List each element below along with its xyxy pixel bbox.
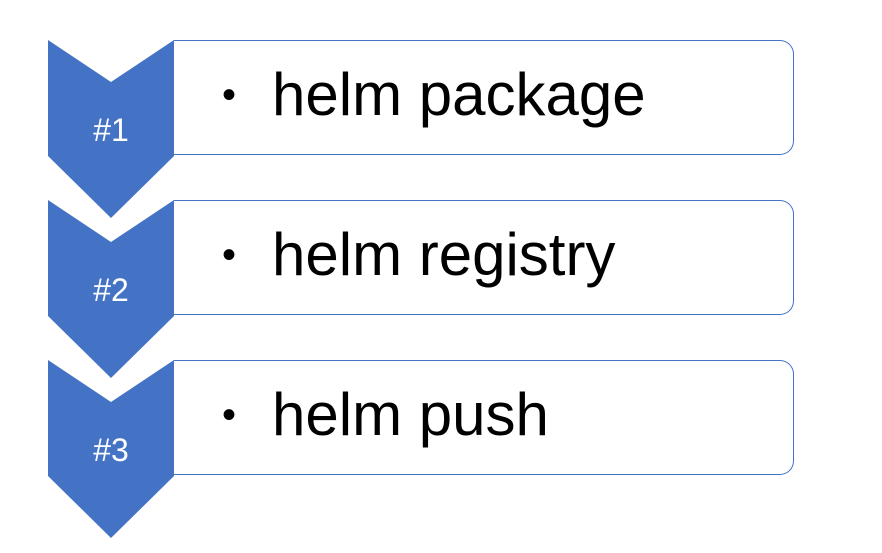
step-1-number: #1 [93, 112, 129, 148]
step-1-bullet: • [222, 73, 237, 117]
step-1-box: • helm package [174, 40, 794, 155]
step-2-number: #2 [93, 272, 129, 308]
process-step-2: #2 • helm registry [0, 200, 882, 380]
step-3-box: • helm push [174, 360, 794, 475]
step-1-chevron [48, 40, 174, 218]
process-step-1: #1 • helm package [0, 40, 882, 220]
step-3-chevron [48, 360, 174, 538]
step-3-label: helm push [272, 381, 549, 448]
step-2-bullet: • [222, 233, 237, 277]
step-2-box: • helm registry [174, 200, 794, 315]
step-3-number: #3 [93, 432, 129, 468]
step-2-label: helm registry [272, 221, 616, 288]
step-1-label: helm package [272, 61, 646, 128]
step-2-chevron [48, 200, 174, 378]
process-step-3: #3 • helm push [0, 360, 882, 540]
step-3-bullet: • [222, 393, 237, 437]
